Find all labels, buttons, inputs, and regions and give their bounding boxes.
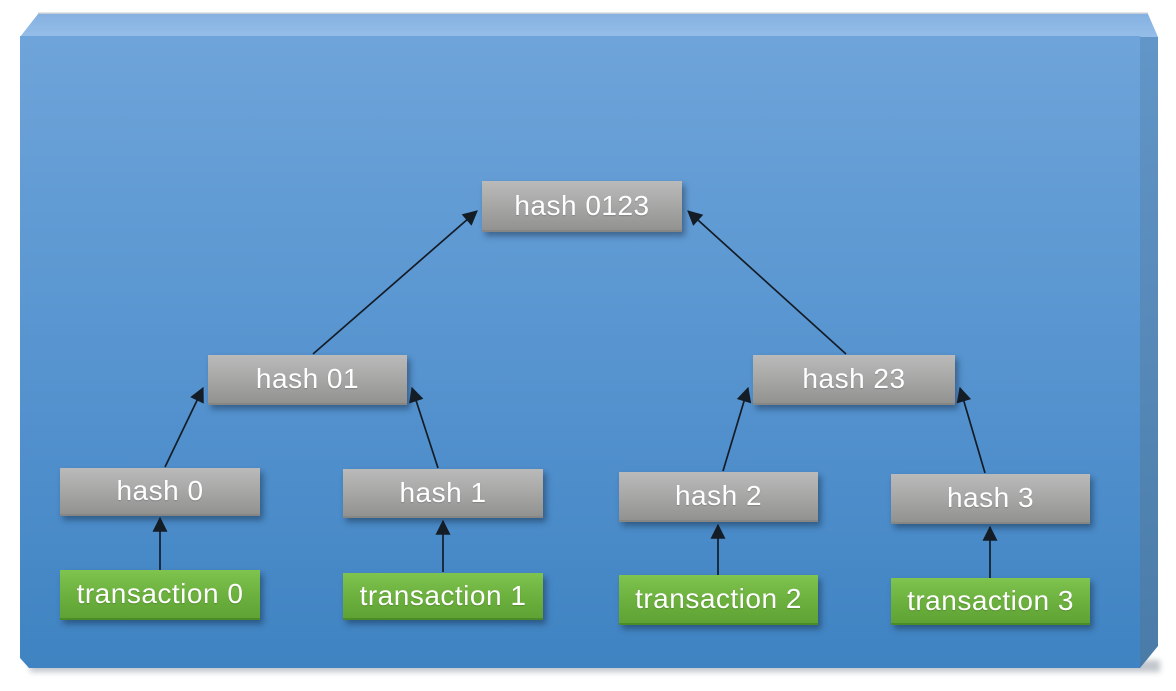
node-hash-2: hash 2 <box>619 472 818 522</box>
node-hash-0123: hash 0123 <box>482 181 682 232</box>
node-transaction-3: transaction 3 <box>891 578 1090 625</box>
node-hash-01: hash 01 <box>208 355 407 405</box>
node-transaction-2: transaction 2 <box>619 575 818 625</box>
node-hash-23: hash 23 <box>753 355 955 405</box>
node-transaction-0: transaction 0 <box>60 570 260 620</box>
slab-top-face <box>20 14 1158 37</box>
node-hash-0: hash 0 <box>60 468 260 516</box>
slab-top-edge-line <box>38 12 1148 15</box>
node-hash-1: hash 1 <box>343 469 543 518</box>
node-transaction-1: transaction 1 <box>343 573 543 620</box>
slab-side-face <box>1140 37 1158 668</box>
slab-front-face <box>20 36 1140 668</box>
node-hash-3: hash 3 <box>891 474 1090 524</box>
